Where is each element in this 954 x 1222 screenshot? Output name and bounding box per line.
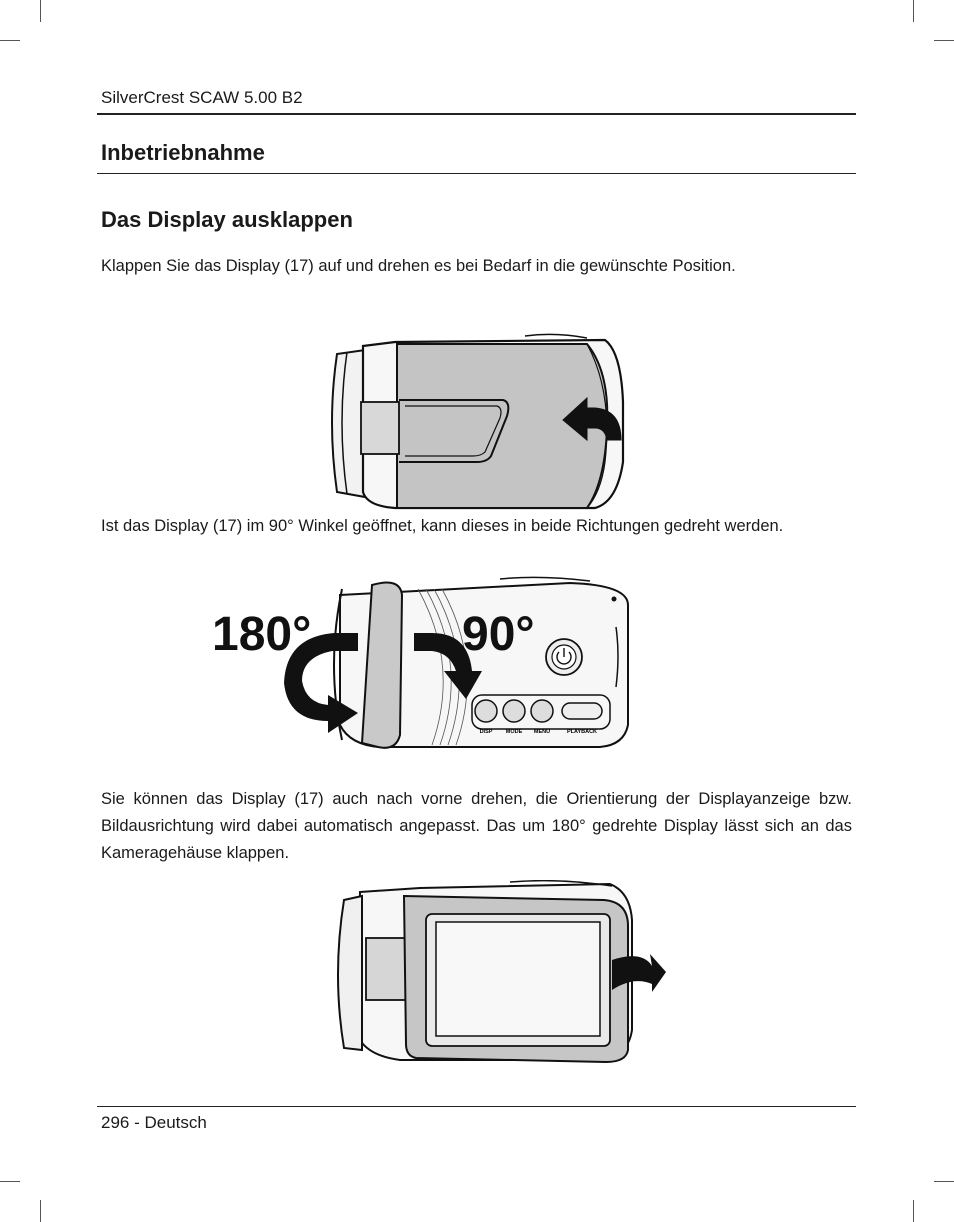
camcorder-display-closed-illustration xyxy=(331,333,625,510)
crop-mark xyxy=(0,1181,20,1182)
rotate-180-arrow-icon xyxy=(284,633,358,733)
crop-mark xyxy=(913,0,914,22)
button-label-mode: MODE xyxy=(506,729,523,735)
rotation-90-label: 90° xyxy=(462,608,535,661)
running-header: SilverCrest SCAW 5.00 B2 xyxy=(101,88,303,107)
crop-mark xyxy=(934,40,954,41)
camcorder-display-rotation-illustration: DISP MODE MENU PLAYBACK 180° 90° xyxy=(212,576,629,749)
paragraph-3: Sie können das Display (17) auch nach vo… xyxy=(101,790,852,862)
header-rule xyxy=(97,113,856,115)
button-label-menu: MENU xyxy=(534,729,550,735)
section-title: Inbetriebnahme xyxy=(101,140,265,165)
crop-mark xyxy=(0,40,20,41)
crop-mark xyxy=(40,0,41,22)
fold-arrow-icon xyxy=(612,954,666,992)
crop-mark xyxy=(913,1200,914,1222)
footer-rule xyxy=(97,1106,856,1107)
crop-mark xyxy=(934,1181,954,1182)
camcorder-display-folded-illustration xyxy=(337,880,666,1064)
section-rule xyxy=(97,173,856,174)
open-arrow-icon xyxy=(562,396,622,442)
button-label-disp: DISP xyxy=(480,729,493,735)
page-number: 296 - Deutsch xyxy=(101,1113,207,1132)
crop-mark xyxy=(40,1200,41,1222)
button-label-playback: PLAYBACK xyxy=(567,729,597,735)
subsection-title: Das Display ausklappen xyxy=(101,207,353,232)
paragraph-1: Klappen Sie das Display (17) auf und dre… xyxy=(101,257,736,275)
rotate-90-arrow-icon xyxy=(414,633,482,699)
paragraph-2: Ist das Display (17) im 90° Winkel geöff… xyxy=(101,517,784,535)
